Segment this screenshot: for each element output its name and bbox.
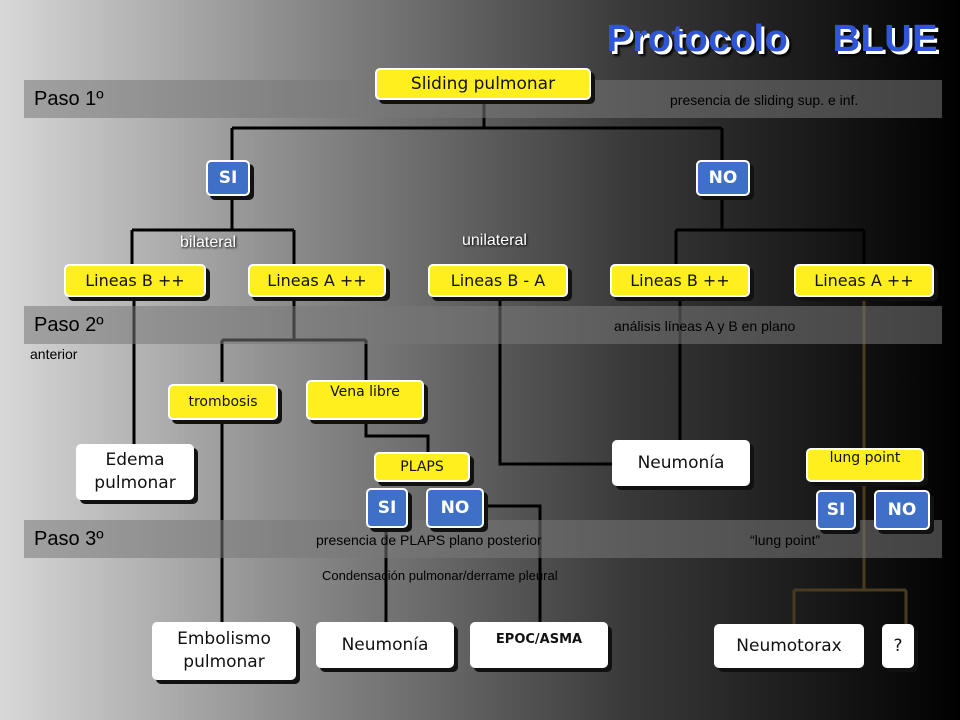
step-1-description: presencia de sliding sup. e inf. <box>670 92 859 108</box>
lineas-b-box-2: Lineas B ++ <box>610 264 750 297</box>
edema-pulmonar-box: Edema pulmonar <box>76 444 194 500</box>
neumonia-box-2: Neumonía <box>316 622 454 668</box>
no-box-2: NO <box>426 488 484 528</box>
step-1-label: Paso 1º <box>34 88 104 110</box>
neumotorax-box: Neumotorax <box>714 624 864 668</box>
unknown-outcome-box: ? <box>882 624 914 668</box>
step-3-description-2: “lung point” <box>750 532 821 548</box>
connector-si-bilateral <box>130 196 296 264</box>
no-box-3: NO <box>874 490 930 530</box>
diagram-title: Protocolo BLUE <box>606 18 938 60</box>
lineas-b-a-box: Lineas B - A <box>428 264 568 297</box>
step-2-label: Paso 2º <box>34 314 104 336</box>
unilateral-label: unilateral <box>462 232 527 249</box>
connector-vena-plaps <box>364 420 430 452</box>
si-box-1: SI <box>206 160 250 196</box>
plaps-box: PLAPS <box>374 452 470 482</box>
step-3-description: presencia de PLAPS plano posterior <box>316 532 542 548</box>
vena-libre-box: Vena libre <box>306 380 424 420</box>
step-2-description: análisis líneas A y B en plano <box>614 318 796 334</box>
connector-lineasba-neumonia <box>498 297 612 466</box>
lineas-a-box-2: Lineas A ++ <box>794 264 934 297</box>
si-box-3: SI <box>816 490 856 530</box>
lineas-b-box-1: Lineas B ++ <box>64 264 206 297</box>
step-3-band <box>24 520 942 558</box>
embolismo-pulmonar-box: Embolismo pulmonar <box>152 622 296 680</box>
neumonia-box-1: Neumonía <box>612 440 750 486</box>
sliding-pulmonar-box: Sliding pulmonar <box>375 68 591 100</box>
lineas-a-box-1: Lineas A ++ <box>248 264 386 297</box>
step-2-band <box>24 306 942 344</box>
trombosis-box: trombosis <box>168 384 278 420</box>
connector-plaps-no-epoc <box>484 504 542 622</box>
condensacion-note: Condensación pulmonar/derrame pleural <box>322 568 558 583</box>
connector-no-split <box>674 196 866 264</box>
step-3-label: Paso 3º <box>34 528 104 550</box>
epoc-asma-box: EPOC/ASMA <box>470 622 608 668</box>
si-box-2: SI <box>366 488 408 528</box>
step-2-description-cont: anterior <box>30 346 78 362</box>
lung-point-box: lung point <box>806 448 924 482</box>
bilateral-label: bilateral <box>180 234 237 251</box>
connector-lineasa2-lungpoint <box>792 297 908 624</box>
no-box-1: NO <box>696 160 750 196</box>
